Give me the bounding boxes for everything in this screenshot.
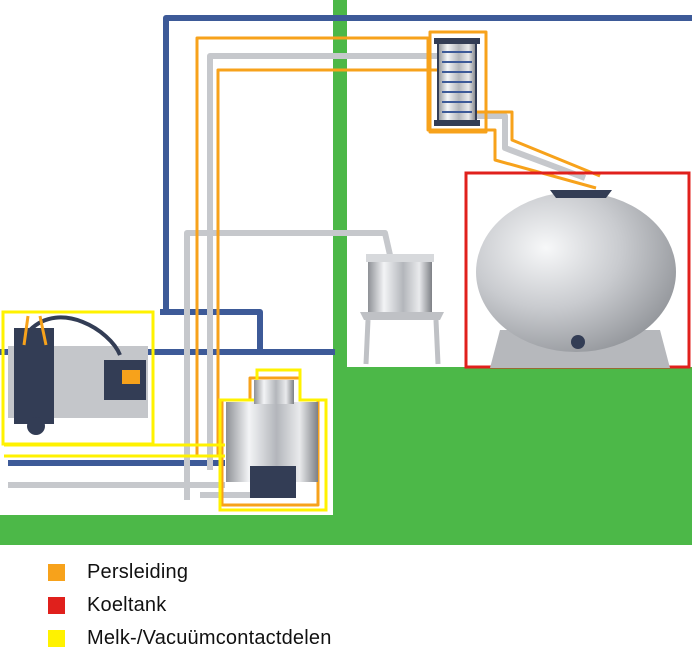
milk-pump <box>218 368 328 512</box>
left-floor <box>0 515 347 545</box>
pump-vessel-neck <box>254 380 294 404</box>
tank-hatch <box>550 190 612 198</box>
plate-cooler-cap-top <box>434 38 480 44</box>
cooler-to-tank <box>475 113 587 181</box>
milk-riser <box>207 53 438 470</box>
control-box-label <box>122 370 140 384</box>
tank-outlet <box>571 335 585 349</box>
legend-label-persleiding: Persleiding <box>87 560 189 583</box>
receiver-stand <box>360 312 444 320</box>
cooling-tank <box>464 171 691 369</box>
cooler-return <box>184 230 393 500</box>
legend-swatch-contactdelen <box>48 629 65 647</box>
pulsator <box>14 328 54 424</box>
claw-hoses <box>22 315 48 346</box>
contact-parts-pump-box <box>218 368 328 512</box>
contact-parts-left-lines <box>4 443 225 458</box>
milking-unit <box>1 310 225 458</box>
tank-body <box>476 192 676 352</box>
plate-cooler <box>434 38 480 126</box>
plate-cooler-ribs <box>442 51 472 113</box>
persleiding-riser <box>195 36 597 455</box>
claw-unit <box>27 417 45 435</box>
receiver-stand-legs <box>363 319 441 365</box>
legend-item-koeltank: Koeltank <box>48 593 332 617</box>
legend-swatch-persleiding <box>48 563 65 581</box>
pump-motor <box>250 466 296 498</box>
legend-item-contactdelen: Melk-/Vacuümcontactdelen <box>48 626 332 650</box>
persleiding-cooler-box <box>428 30 488 134</box>
receiver-jar <box>360 254 444 365</box>
legend-item-persleiding: Persleiding <box>48 560 332 584</box>
legend-label-contactdelen: Melk-/Vacuümcontactdelen <box>87 626 332 649</box>
plate-cooler-cap-bottom <box>434 120 480 126</box>
legend: Persleiding Koeltank Melk-/Vacuümcontact… <box>48 560 332 650</box>
main-vacuum-line <box>163 15 692 312</box>
legend-swatch-koeltank <box>48 596 65 614</box>
milk-lines <box>8 53 587 500</box>
receiver-jar-body <box>368 258 432 312</box>
vacuum-branch <box>160 309 263 350</box>
right-floor <box>333 367 692 545</box>
floor <box>0 0 692 545</box>
legend-label-koeltank: Koeltank <box>87 593 167 616</box>
receiver-jar-lid <box>366 254 434 262</box>
